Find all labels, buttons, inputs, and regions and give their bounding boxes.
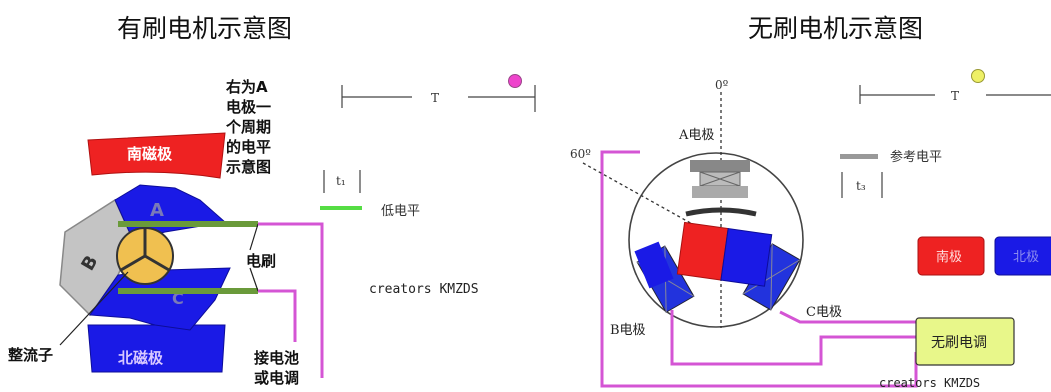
connect-label-2: 或电调 — [254, 369, 299, 387]
south-pole-label: 南磁极 — [127, 145, 173, 163]
rotor-magnet — [676, 221, 773, 287]
low-level-bar — [320, 206, 362, 210]
electrode-b-label: B电极 — [610, 323, 646, 338]
rotor-letter-a: A — [150, 200, 164, 221]
rotor-arm-c — [89, 267, 231, 331]
angle-sixty-label: 60º — [570, 147, 591, 161]
south-pole-box — [917, 236, 985, 276]
angle-zero-label: 0º — [715, 78, 729, 92]
title-brushed: 有刷电机示意图 — [117, 14, 292, 43]
wire-a — [600, 150, 918, 388]
brushless-motor: 0º 60º A电极 B电极 C电极 参考电平 — [570, 69, 1051, 390]
reference-level-label: 参考电平 — [890, 149, 942, 165]
brush-wire-top — [258, 222, 324, 378]
rotor-position-dot — [971, 69, 985, 83]
low-level-label: 低电平 — [381, 204, 420, 219]
pulse-t1-label: t₁ — [336, 174, 346, 188]
brush-bottom — [118, 288, 258, 294]
brush-label: 电刷 — [246, 252, 276, 270]
watermark-right: creators KMZDS — [879, 376, 980, 390]
south-pole-magnet — [87, 132, 226, 179]
brushless-esc-box — [915, 317, 1015, 366]
desc-line-1: 右为A — [226, 78, 268, 96]
brushed-motor: 南磁极 北磁极 B A C 电刷 整流子 接电池 或电调 — [8, 74, 536, 387]
esc-label: 无刷电调 — [931, 335, 987, 351]
sixty-degree-line — [582, 162, 722, 241]
north-pole-box-label: 北极 — [1013, 250, 1039, 265]
desc-line-5: 示意图 — [226, 158, 271, 176]
electrode-a-label: A电极 — [678, 128, 714, 143]
desc-line-3: 个周期 — [225, 118, 271, 136]
desc-line-2: 电极一 — [226, 98, 271, 116]
connect-label-1: 接电池 — [254, 349, 299, 367]
position-dot — [508, 74, 522, 88]
period-t-label: T — [431, 91, 439, 105]
desc-line-4: 的电平 — [226, 138, 271, 156]
electrode-c-label: C电极 — [806, 305, 842, 320]
title-brushless: 无刷电机示意图 — [748, 14, 923, 43]
north-pole-label: 北磁极 — [118, 349, 164, 367]
pulse-t3-label: t₃ — [856, 179, 866, 193]
wire-b — [670, 310, 916, 366]
south-pole-box-label: 南极 — [936, 249, 962, 265]
reference-level-bar — [840, 154, 878, 159]
wire-c — [779, 310, 916, 324]
brush-top — [118, 221, 258, 227]
watermark-left: creators KMZDS — [369, 282, 479, 297]
period-t-label-right: T — [951, 89, 959, 103]
north-pole-box — [994, 236, 1051, 276]
rotor-letter-c: C — [172, 289, 184, 308]
commutator-label: 整流子 — [8, 346, 53, 364]
brush-wire-bottom — [258, 289, 297, 342]
